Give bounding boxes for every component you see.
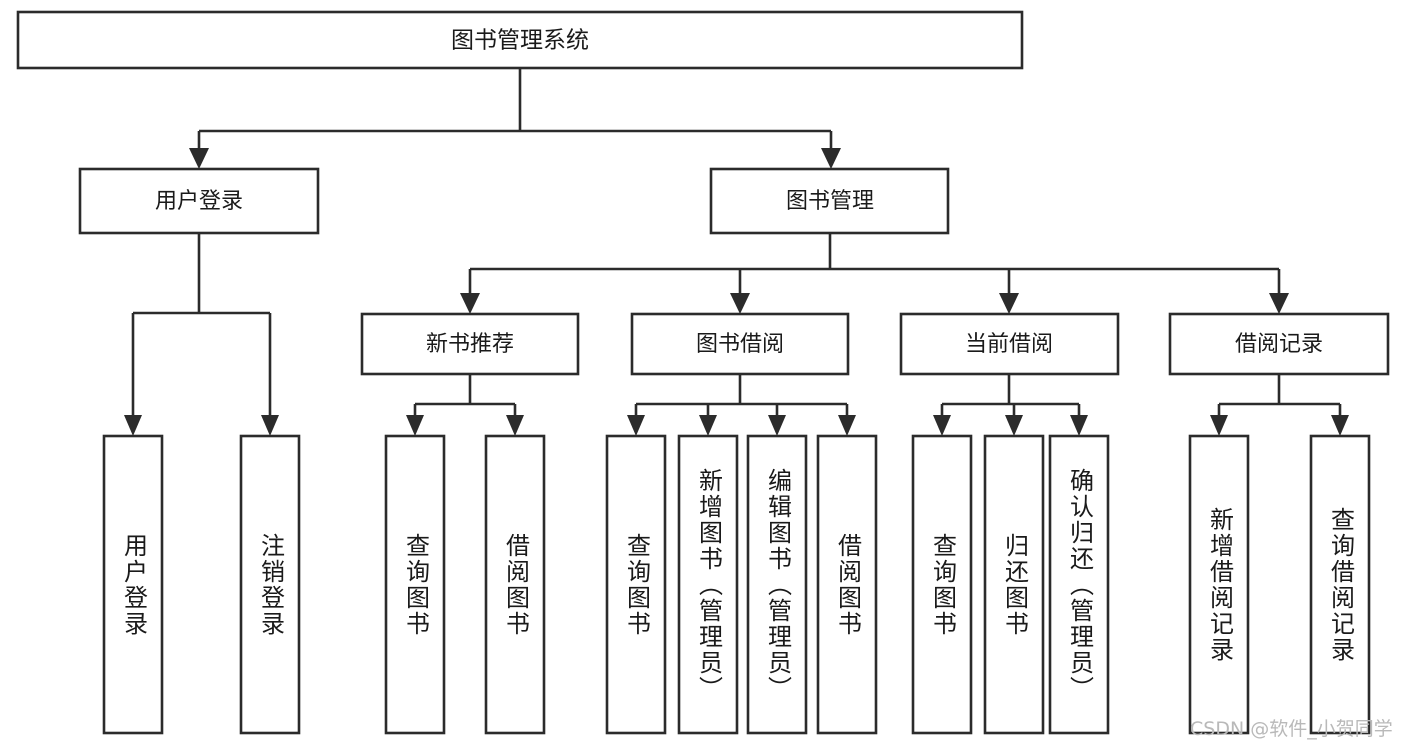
arrow-head-leaf-borrow-book-2 <box>838 415 856 436</box>
node-leaf-edit-book-box[interactable] <box>746 434 808 735</box>
arrow-head-leaf-user-login <box>124 415 142 436</box>
arrow-head-current-borrow <box>999 293 1019 314</box>
node-leaf-borrow-book-1-box[interactable] <box>484 434 546 735</box>
arrow-head-book-manage <box>821 148 841 169</box>
arrow-head-borrow-record <box>1269 293 1289 314</box>
node-leaf-confirm-return-box[interactable] <box>1048 434 1110 735</box>
arrow-head-leaf-edit-book <box>768 415 786 436</box>
node-book-borrow-label: 图书借阅 <box>696 332 784 357</box>
node-root-box[interactable] <box>16 10 1024 70</box>
node-book-manage-label: 图书管理 <box>786 189 874 214</box>
node-user-login-box[interactable] <box>78 167 320 235</box>
node-leaf-add-record-box[interactable] <box>1188 434 1250 735</box>
arrow-head-leaf-logout <box>261 415 279 436</box>
node-leaf-add-book-box[interactable] <box>677 434 739 735</box>
node-borrow-record-box[interactable] <box>1168 312 1390 376</box>
node-leaf-user-login-box[interactable] <box>102 434 164 735</box>
arrow-head-leaf-query-book-3 <box>933 415 951 436</box>
node-current-borrow-box[interactable] <box>899 312 1120 376</box>
arrow-head-user-login <box>189 148 209 169</box>
node-new-book-recommend-box[interactable] <box>360 312 580 376</box>
arrow-head-leaf-add-record <box>1210 415 1228 436</box>
node-layer: 图书管理系统 用户登录 图书管理 新书推荐 图书借阅 当前借阅 借阅记录 <box>16 10 1390 735</box>
node-borrow-record-label: 借阅记录 <box>1235 332 1323 357</box>
arrow-head-leaf-query-record <box>1331 415 1349 436</box>
arrow-head-leaf-add-book <box>699 415 717 436</box>
arrow-head-leaf-query-book-1 <box>406 415 424 436</box>
node-new-book-recommend-label: 新书推荐 <box>426 332 514 357</box>
connector-layer <box>124 68 1349 436</box>
arrow-head-leaf-return-book <box>1005 415 1023 436</box>
arrow-head-leaf-query-book-2 <box>627 415 645 436</box>
arrow-head-book-borrow <box>730 293 750 314</box>
watermark: CSDN @软件_小贺同学 <box>1190 718 1393 740</box>
node-book-manage-box[interactable] <box>709 167 950 235</box>
node-book-borrow-box[interactable] <box>630 312 850 376</box>
node-current-borrow-label: 当前借阅 <box>965 332 1053 357</box>
arrow-head-leaf-confirm-return <box>1070 415 1088 436</box>
node-leaf-query-book-1-box[interactable] <box>384 434 446 735</box>
arrow-head-new-book-recommend <box>460 293 480 314</box>
node-leaf-borrow-book-2-box[interactable] <box>816 434 878 735</box>
node-user-login-label: 用户登录 <box>155 189 243 214</box>
node-leaf-query-record-box[interactable] <box>1309 434 1371 735</box>
node-leaf-logout-box[interactable] <box>239 434 301 735</box>
node-leaf-query-book-3-box[interactable] <box>911 434 973 735</box>
node-root-label: 图书管理系统 <box>451 28 589 54</box>
node-leaf-query-book-2-box[interactable] <box>605 434 667 735</box>
node-leaf-return-book-box[interactable] <box>983 434 1045 735</box>
arrow-head-leaf-borrow-book-1 <box>506 415 524 436</box>
